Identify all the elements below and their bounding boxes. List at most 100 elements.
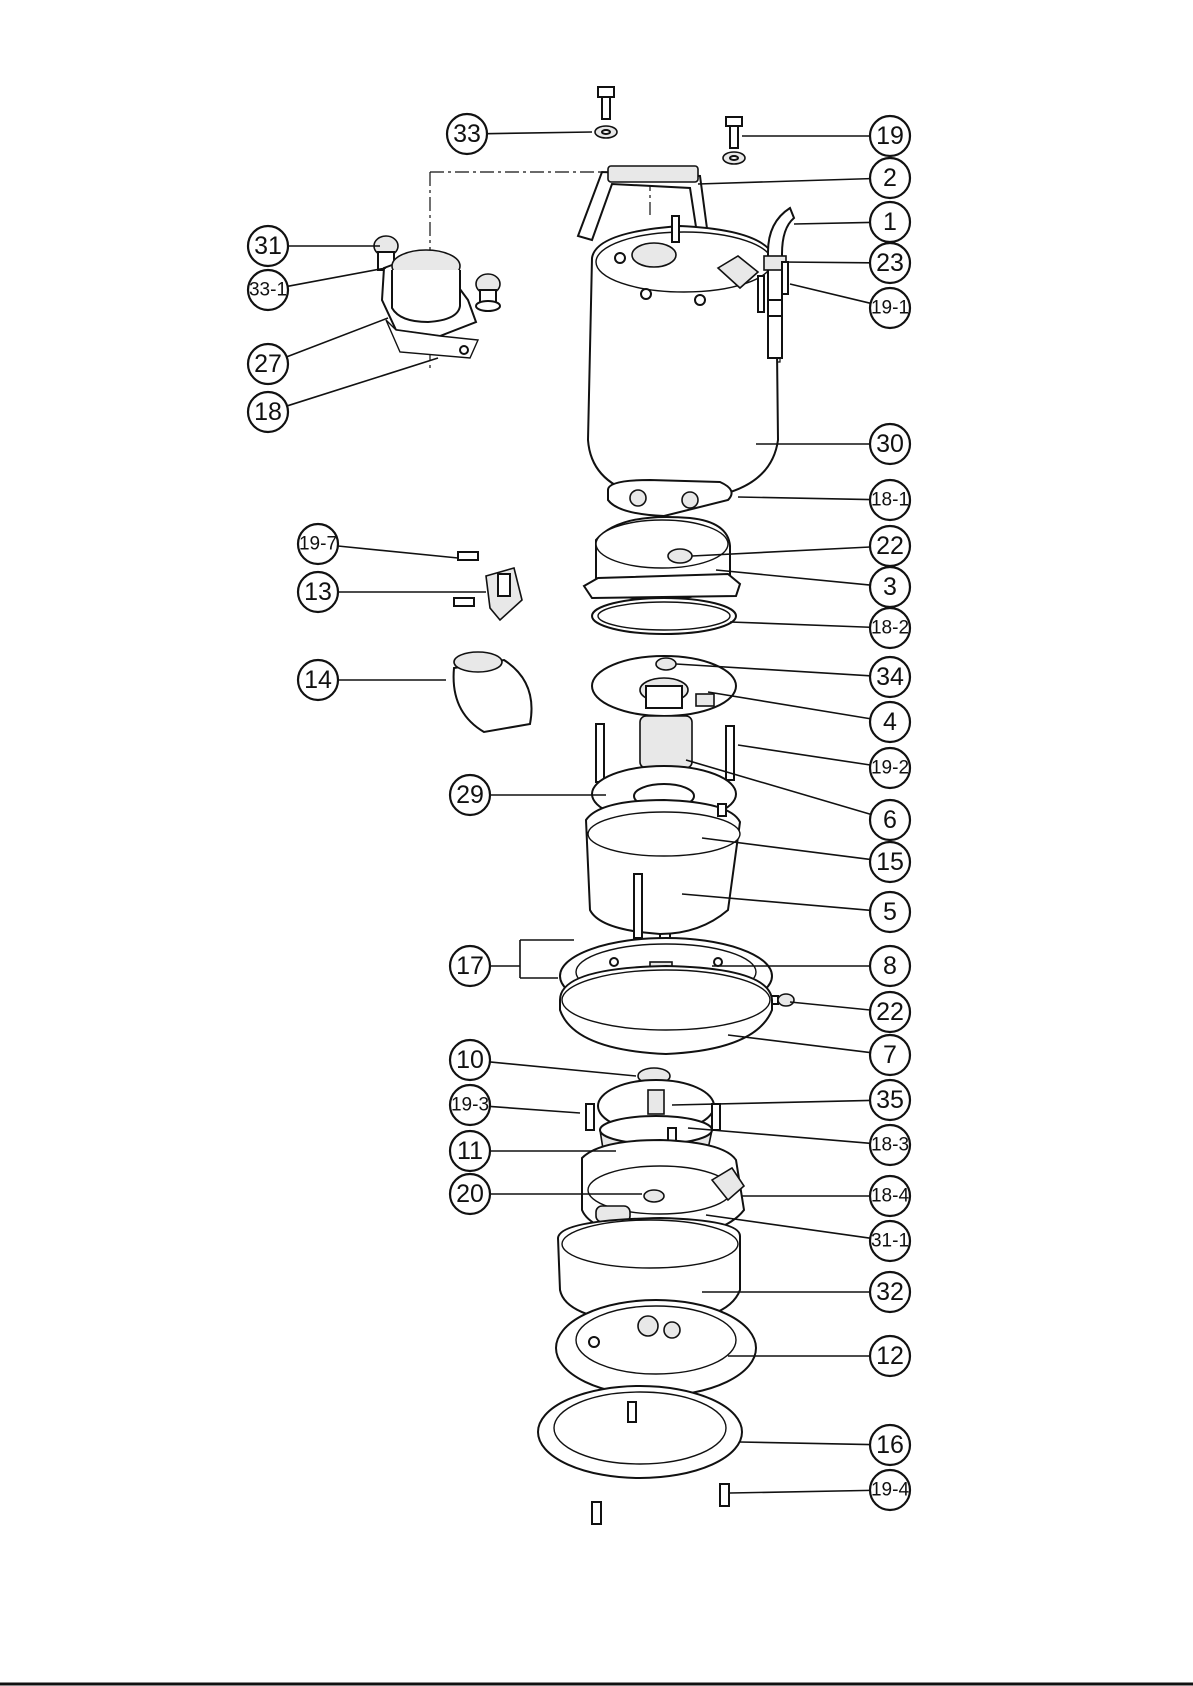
callout-label: 17 [456,952,484,980]
callout-35: 35 [870,1080,910,1120]
callout-label: 18-2 [871,618,909,639]
callout-label: 18-3 [871,1135,909,1156]
callout-19-1: 19-1 [870,288,910,328]
callout-17: 17 [450,946,490,986]
motor-housing-30 [588,216,778,500]
callout-label: 10 [456,1046,484,1074]
bolt-19-4-left [592,1502,601,1524]
bolt-33 [595,87,617,138]
callout-31: 31 [248,226,288,266]
callout-8: 8 [870,946,910,986]
callout-13: 13 [298,572,338,612]
leader-line-22 [790,1002,870,1010]
callout-label: 8 [883,952,897,980]
base-12 [556,1300,756,1396]
callout-22: 22 [870,992,910,1032]
callout-label: 34 [876,663,904,691]
callout-19-3: 19-3 [450,1085,490,1125]
callout-32: 32 [870,1272,910,1312]
callout-23: 23 [870,243,910,283]
leader-line-16 [740,1442,870,1445]
callout-33-1: 33-1 [248,270,288,310]
callout-5: 5 [870,892,910,932]
callout-10: 10 [450,1040,490,1080]
callout-7: 7 [870,1035,910,1075]
leader-line-2 [698,179,870,184]
leader-line-19-3 [490,1106,580,1113]
callout-31-1: 31-1 [870,1221,910,1261]
callout-label: 7 [883,1041,897,1069]
bolt-19-3-left [586,1104,594,1130]
callout-19: 19 [870,116,910,156]
leader-line-33 [487,132,592,134]
callout-label: 32 [876,1278,904,1306]
callout-label: 20 [456,1180,484,1208]
callout-label: 18-1 [871,490,909,511]
callout-18-4: 18-4 [870,1176,910,1216]
callout-label: 19 [876,122,904,150]
callout-2: 2 [870,158,910,198]
callout-6: 6 [870,800,910,840]
leader-line-18-3 [688,1128,870,1143]
leader-line-18 [287,358,438,406]
bolt-19 [723,117,745,164]
callout-label: 19-2 [871,758,909,779]
callout-label: 16 [876,1431,904,1459]
callout-20: 20 [450,1174,490,1214]
callout-19-7: 19-7 [298,524,338,564]
callout-34: 34 [870,657,910,697]
callout-30: 30 [870,424,910,464]
callout-label: 22 [876,998,904,1026]
gasket-18-1 [608,480,732,516]
callout-label: 3 [883,573,897,601]
leader-line-7 [728,1035,870,1053]
callout-label: 12 [876,1342,904,1370]
callout-12: 12 [870,1336,910,1376]
leader-line-33-1 [288,268,386,286]
leader-line-19-7 [338,546,458,558]
callout-16: 16 [870,1425,910,1465]
callout-label: 33 [453,120,481,148]
leader-line-23 [782,262,870,263]
callout-label: 1 [883,208,897,236]
oil-chamber-7 [560,966,772,1054]
bolt-19-4-right [720,1484,729,1506]
callout-label: 35 [876,1086,904,1114]
bearing-plate-4 [592,656,736,716]
callout-11: 11 [450,1131,490,1171]
callout-18-1: 18-1 [870,480,910,520]
callout-label: 30 [876,430,904,458]
leader-line-18-1 [738,497,870,500]
callout-22: 22 [870,526,910,566]
leader-line-19-1 [790,284,871,303]
leader-line-1 [794,222,870,224]
callout-label: 22 [876,532,904,560]
callout-18-3: 18-3 [870,1125,910,1165]
callout-label: 4 [883,708,897,736]
leader-line-19-2 [738,745,870,765]
callout-33: 33 [447,114,487,154]
pump-parts [0,87,1193,1684]
leader-line-19-4 [730,1490,870,1493]
callout-label: 31 [254,232,282,260]
leader-line-4 [708,692,870,719]
callout-label: 13 [304,578,332,606]
callout-label: 2 [883,164,897,192]
callout-1: 1 [870,202,910,242]
callout-label: 5 [883,898,897,926]
bottom-ring-16 [538,1386,742,1478]
callout-14: 14 [298,660,338,700]
callout-label: 18-4 [871,1186,909,1207]
upper-cover-3 [584,517,740,600]
callout-label: 27 [254,350,282,378]
callout-18: 18 [248,392,288,432]
callout-label: 19-4 [871,1480,909,1501]
callout-label: 31-1 [871,1231,909,1252]
callout-label: 19-1 [871,298,909,319]
callout-label: 23 [876,249,904,277]
bolt-19-3-right [712,1104,720,1130]
o-ring-18-2-inner [598,602,730,630]
callout-15: 15 [870,842,910,882]
callout-18-2: 18-2 [870,608,910,648]
